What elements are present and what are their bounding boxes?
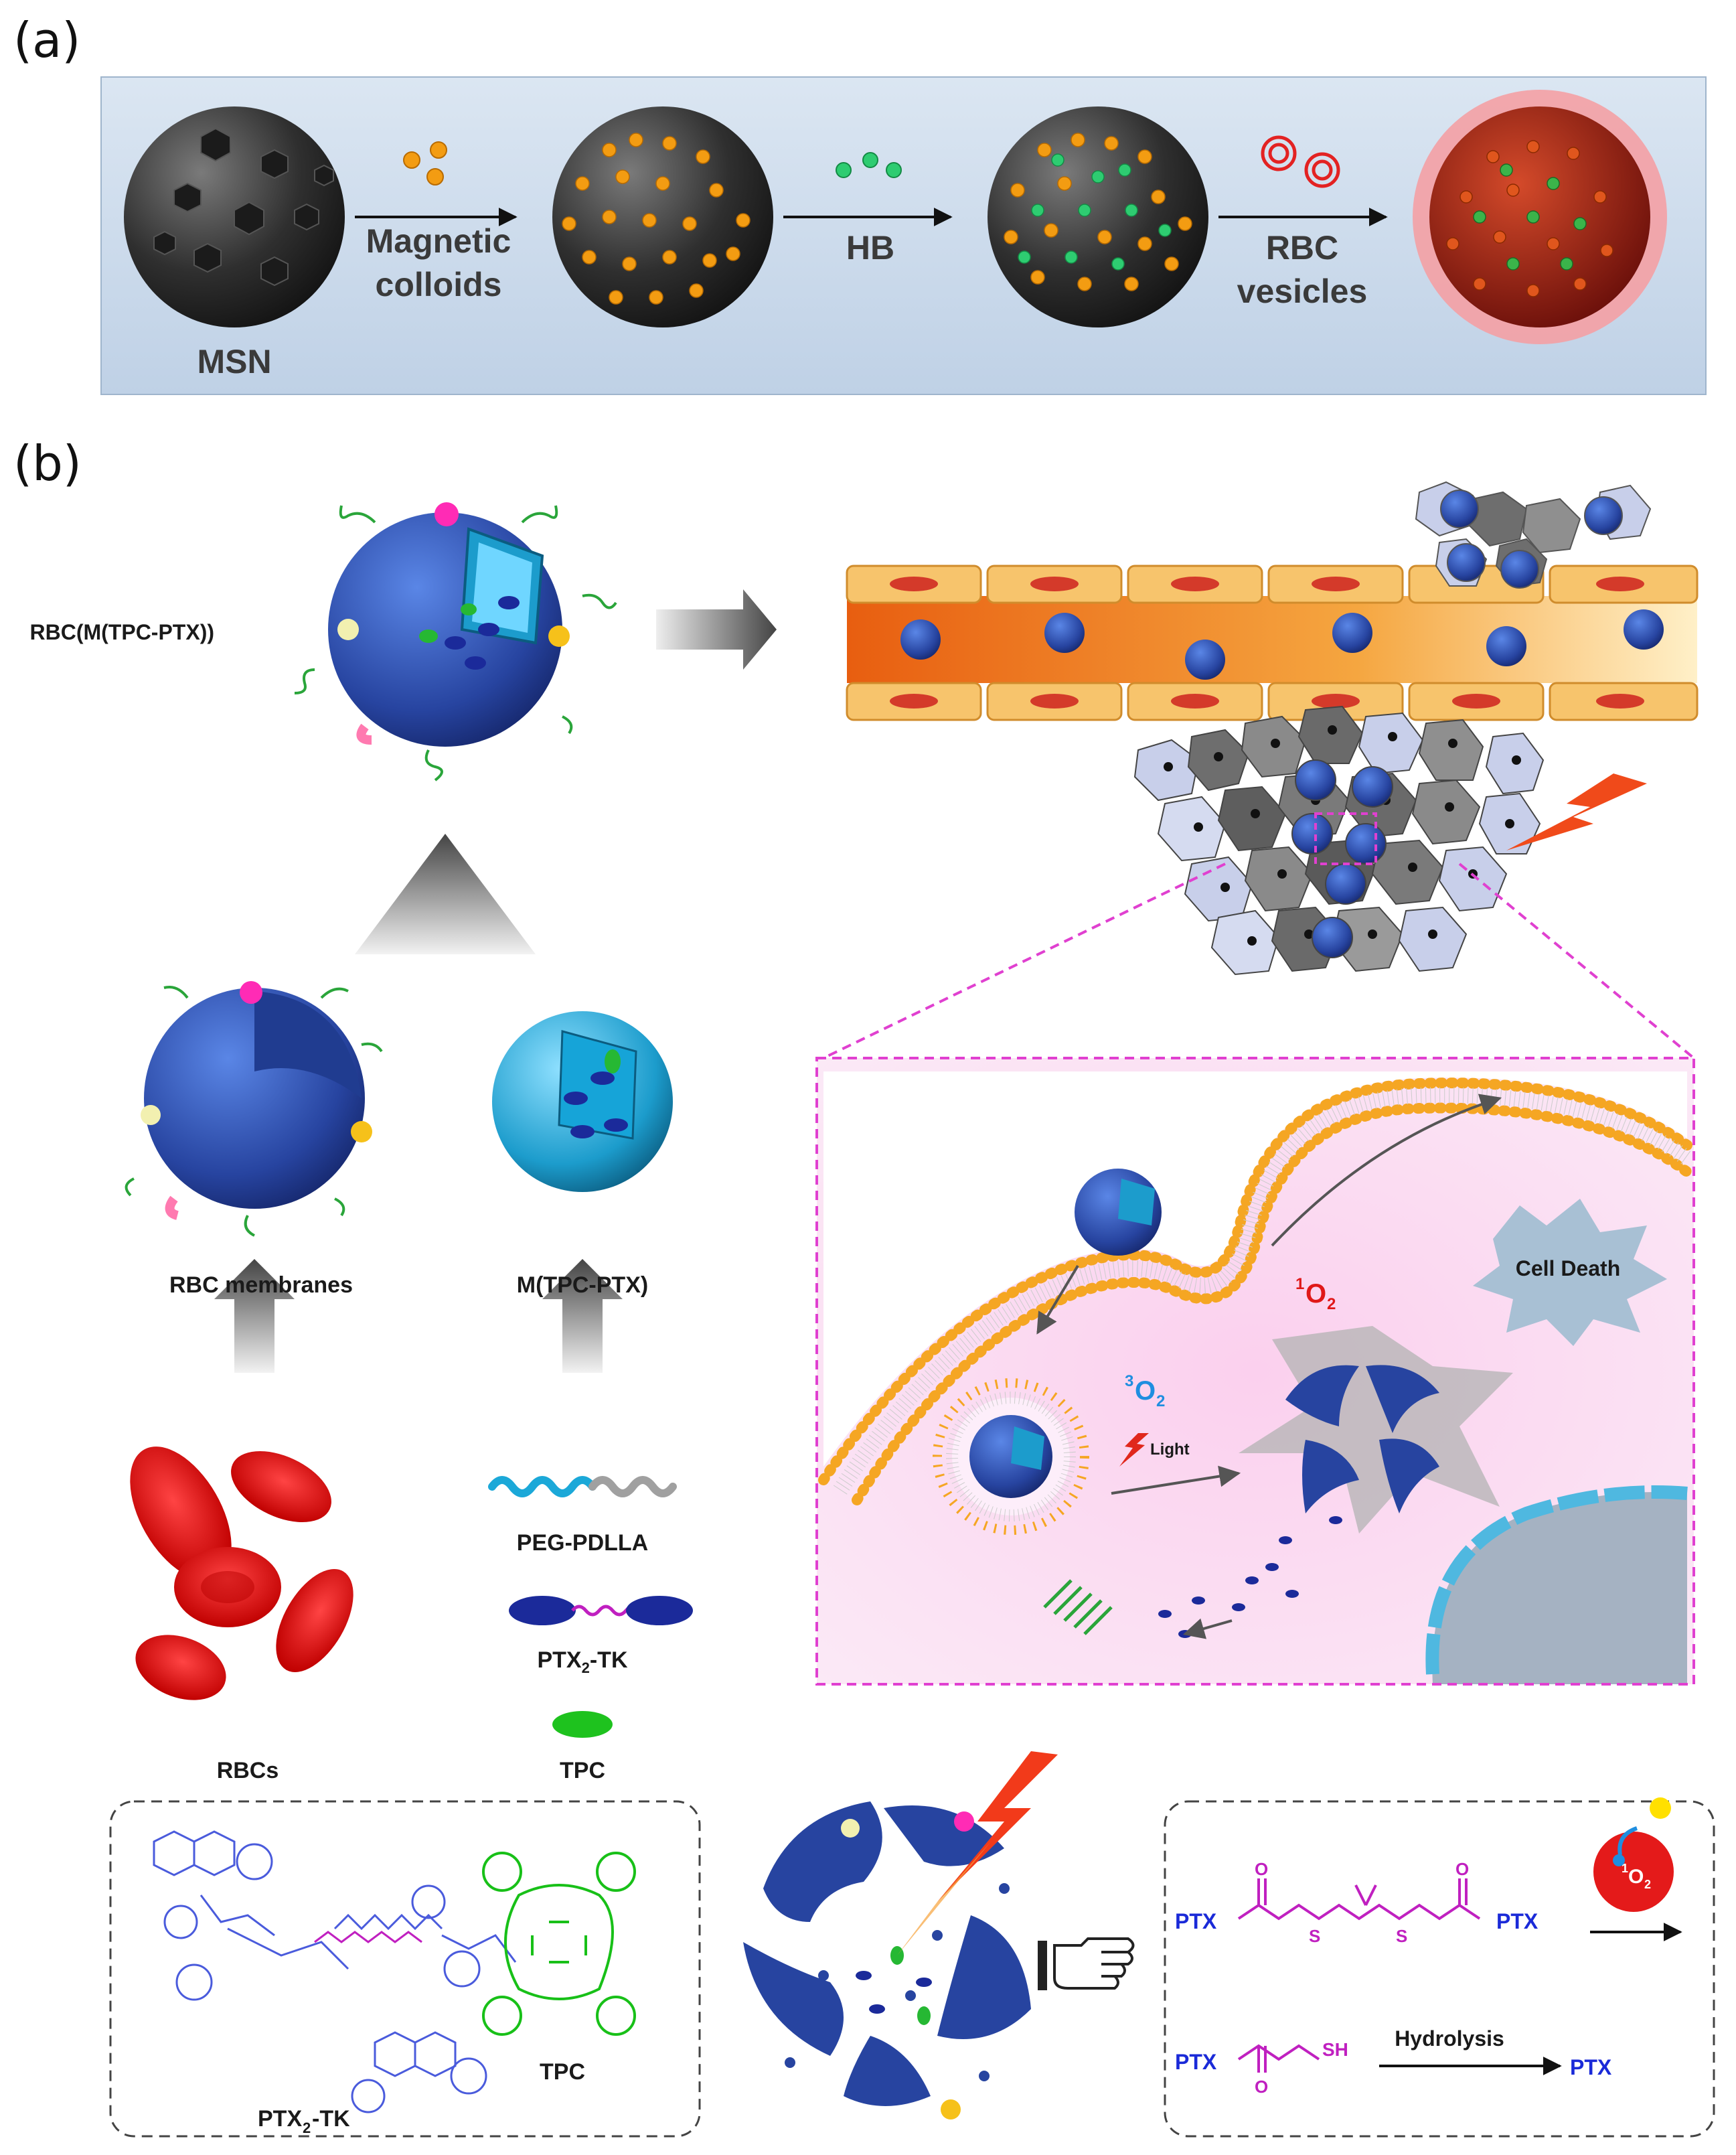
svg-text:2: 2 xyxy=(1644,1878,1651,1891)
rbc-mtpcptx-particle xyxy=(294,502,617,782)
label-ptx-product: PTX xyxy=(1570,2055,1612,2079)
arrow-rbcs-up xyxy=(214,1259,295,1373)
label-tpc-structure: TPC xyxy=(540,2059,585,2085)
thiol-o: O xyxy=(1255,2077,1268,2097)
label-rbcs: RBCs xyxy=(216,1758,279,1783)
label-singlet-oxygen-box: 1 O 2 xyxy=(1622,1862,1651,1891)
arrow-to-vessel xyxy=(656,589,777,670)
rbc-vesicle-icons xyxy=(1261,135,1340,188)
label-ptx2tk-structure: PTX 2 -TK xyxy=(258,2106,350,2136)
label-ptx2-tk-sub: 2 xyxy=(581,1659,590,1676)
zoom-line-left xyxy=(823,863,1226,1059)
svg-text:O: O xyxy=(1306,1279,1326,1309)
tumor-cells-cluster xyxy=(1133,705,1545,976)
label-singlet-oxygen: 1 O 2 xyxy=(1295,1275,1336,1313)
svg-text:-TK: -TK xyxy=(312,2106,350,2132)
chem-box-left xyxy=(109,1800,701,2138)
tk-o1: O xyxy=(1255,1859,1268,1879)
magnetic-colloid-dots xyxy=(403,141,447,185)
svg-text:O: O xyxy=(1135,1376,1156,1406)
svg-text:2: 2 xyxy=(1156,1392,1165,1410)
label-tpc: TPC xyxy=(560,1758,605,1783)
panel-a-illustration xyxy=(124,90,1667,344)
chem-box-right xyxy=(1164,1800,1715,2138)
svg-text:2: 2 xyxy=(1327,1295,1336,1313)
lightning-lower xyxy=(937,1751,1058,1902)
zoom-cell-panel xyxy=(817,1058,1694,1684)
tpc-structure xyxy=(482,1852,636,2036)
label-ptx-bottom: PTX xyxy=(1175,2050,1217,2074)
label-ptx-right: PTX xyxy=(1496,1909,1538,1933)
label-rbc-membranes: RBC membranes xyxy=(169,1272,353,1298)
msn-magnetic-hb-sphere xyxy=(988,106,1208,327)
tk-s1: S xyxy=(1309,1926,1320,1946)
mtpcptx-micelle xyxy=(492,1011,673,1192)
tpc-icon xyxy=(552,1711,613,1738)
zoom-line-right xyxy=(1458,863,1695,1059)
pdlla-chain xyxy=(588,1476,677,1497)
label-triplet-oxygen: 3 O 2 xyxy=(1125,1372,1165,1410)
tk-s2: S xyxy=(1396,1926,1407,1946)
blood-vessel xyxy=(846,565,1699,721)
label-hydrolysis: Hydrolysis xyxy=(1395,2026,1504,2051)
label-colloids: colloids xyxy=(375,266,502,303)
panel-a-letter: (a) xyxy=(13,12,81,68)
label-vesicles: vesicles xyxy=(1237,273,1368,310)
label-ptx-left: PTX xyxy=(1175,1909,1217,1933)
label-hb: HB xyxy=(846,229,895,267)
label-light: Light xyxy=(1150,1440,1190,1459)
exploded-particle xyxy=(743,1801,1031,2120)
label-ptx2-tk-end: -TK xyxy=(589,1647,628,1673)
msn-magnetic-sphere xyxy=(552,106,773,327)
hb-dots xyxy=(836,152,902,178)
peg-chain xyxy=(488,1476,597,1497)
red-blood-cells xyxy=(130,1446,353,1700)
label-ptx2-tk: PTX2-TK xyxy=(482,1647,683,1677)
svg-text:2: 2 xyxy=(303,2120,311,2136)
thiol-structure xyxy=(1237,2044,1320,2073)
msn-sphere xyxy=(124,106,345,327)
label-rbc: RBC xyxy=(1265,229,1339,267)
panel-b-illustration: RBC(M(TPC-PTX)) xyxy=(30,481,1715,2138)
lightning-upper xyxy=(1506,773,1647,850)
label-cell-death: Cell Death xyxy=(1516,1256,1620,1280)
svg-text:1: 1 xyxy=(1622,1862,1628,1875)
label-magnetic: Magnetic xyxy=(366,222,511,260)
arrow-micelle-up xyxy=(542,1259,623,1373)
label-m-tpc-ptx: M(TPC-PTX) xyxy=(516,1272,649,1298)
pointing-hand-icon xyxy=(1038,1937,1135,1990)
label-ptx2-tk-main: PTX xyxy=(537,1647,582,1673)
singlet-oxygen-photosensitizer xyxy=(1593,1797,1674,1912)
label-msn: MSN xyxy=(197,343,272,380)
panel-b-letter: (b) xyxy=(13,435,82,492)
rbc-coated-sphere xyxy=(1413,90,1667,344)
svg-text:1: 1 xyxy=(1295,1275,1304,1293)
label-sh: SH xyxy=(1322,2039,1348,2060)
zoom-selection-box xyxy=(1314,812,1377,865)
arrow-assembly-up xyxy=(355,834,536,954)
svg-text:3: 3 xyxy=(1125,1372,1133,1390)
tk-o2: O xyxy=(1455,1859,1469,1879)
rbc-membrane-particle xyxy=(125,981,383,1237)
label-rbc-mtpcptx: RBC(M(TPC-PTX)) xyxy=(30,620,215,644)
zoom-frame xyxy=(815,1057,1695,1686)
svg-text:PTX: PTX xyxy=(258,2106,302,2132)
ptx2tk-linker xyxy=(314,1931,422,1943)
tk-linker-structure xyxy=(1237,1878,1481,1921)
ptx2tk-structure xyxy=(153,1830,517,2113)
svg-text:O: O xyxy=(1628,1866,1644,1888)
label-peg-pdlla: PEG-PDLLA xyxy=(516,1530,649,1556)
tumor-cells-upper xyxy=(1415,481,1652,589)
ptx2tk-icon xyxy=(509,1596,693,1625)
